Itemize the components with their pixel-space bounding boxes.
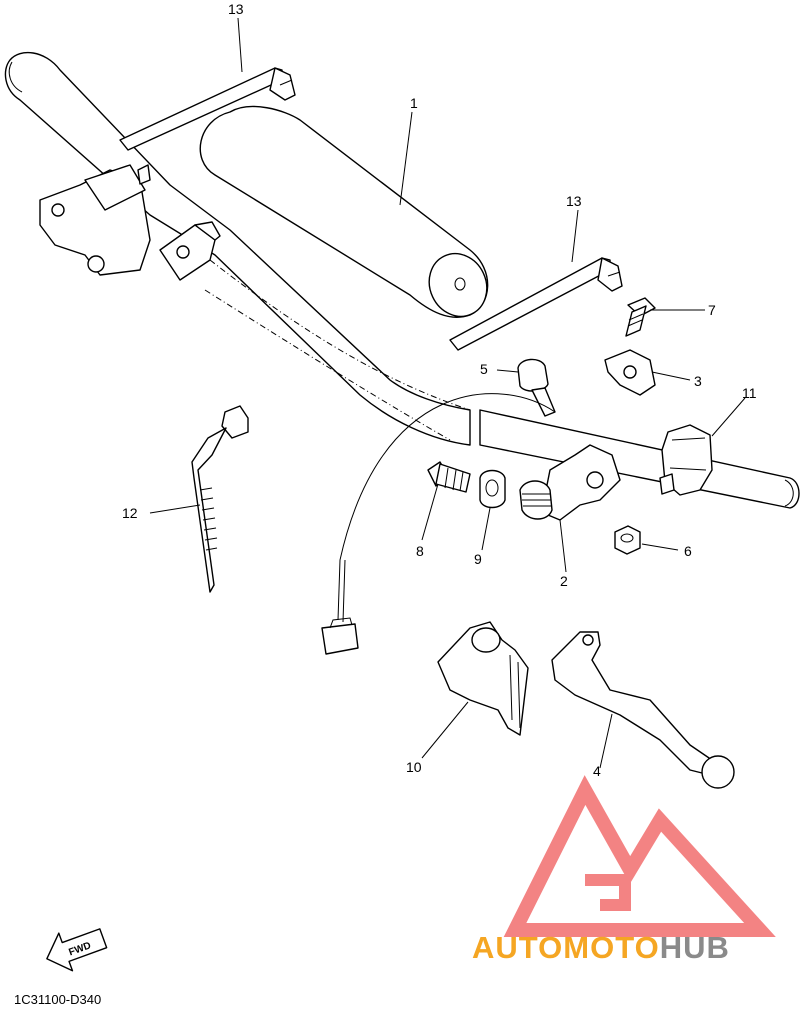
callout-4: 4	[593, 763, 601, 779]
callout-9: 9	[474, 551, 482, 567]
cable-connector	[321, 617, 359, 655]
watermark-text-orange: AUTOMOTO	[472, 930, 660, 965]
part-10-lever-cover	[437, 621, 529, 736]
watermark-text-grey: HUB	[660, 930, 730, 965]
handlebar-clamp	[159, 221, 221, 281]
watermark-logo	[503, 775, 776, 937]
part-6-nut	[614, 525, 641, 555]
part-5-switch-bolt	[337, 358, 556, 623]
callout-2: 2	[560, 573, 568, 589]
callout-13-top: 13	[228, 1, 244, 17]
callout-13-right: 13	[566, 193, 582, 209]
leader-lines	[149, 17, 746, 769]
part-2-lever-bracket	[519, 444, 621, 521]
left-switch-housing	[39, 164, 151, 276]
callout-1: 1	[410, 95, 418, 111]
part-12-cable-tie	[191, 405, 249, 593]
part-3-holder	[604, 349, 656, 396]
callout-10: 10	[406, 759, 422, 775]
watermark-text: AUTOMOTOHUB	[472, 930, 730, 965]
callout-12: 12	[122, 505, 138, 521]
part-9-locknut	[479, 469, 506, 509]
callout-5: 5	[480, 361, 488, 377]
part-7-bolt	[625, 297, 656, 337]
diagram-code: 1C31100-D340	[14, 992, 101, 1007]
callout-8: 8	[416, 543, 424, 559]
part-1-handlebar-pad	[199, 105, 489, 318]
callout-6: 6	[684, 543, 692, 559]
part-13-cable-guide-right	[449, 257, 623, 351]
part-11-switch	[659, 424, 713, 496]
callout-7: 7	[708, 302, 716, 318]
fwd-arrow: FWD	[46, 928, 108, 972]
part-13-cable-guide-top	[119, 67, 296, 151]
callout-labels: 13 1 13 7 3 5 11 12 8 9 2 6 10 4	[122, 1, 757, 779]
part-8-adjuster-bolt	[427, 461, 471, 493]
callout-3: 3	[694, 373, 702, 389]
callout-11: 11	[742, 385, 757, 401]
handlebar	[4, 51, 800, 509]
part-4-clutch-lever	[551, 631, 735, 789]
